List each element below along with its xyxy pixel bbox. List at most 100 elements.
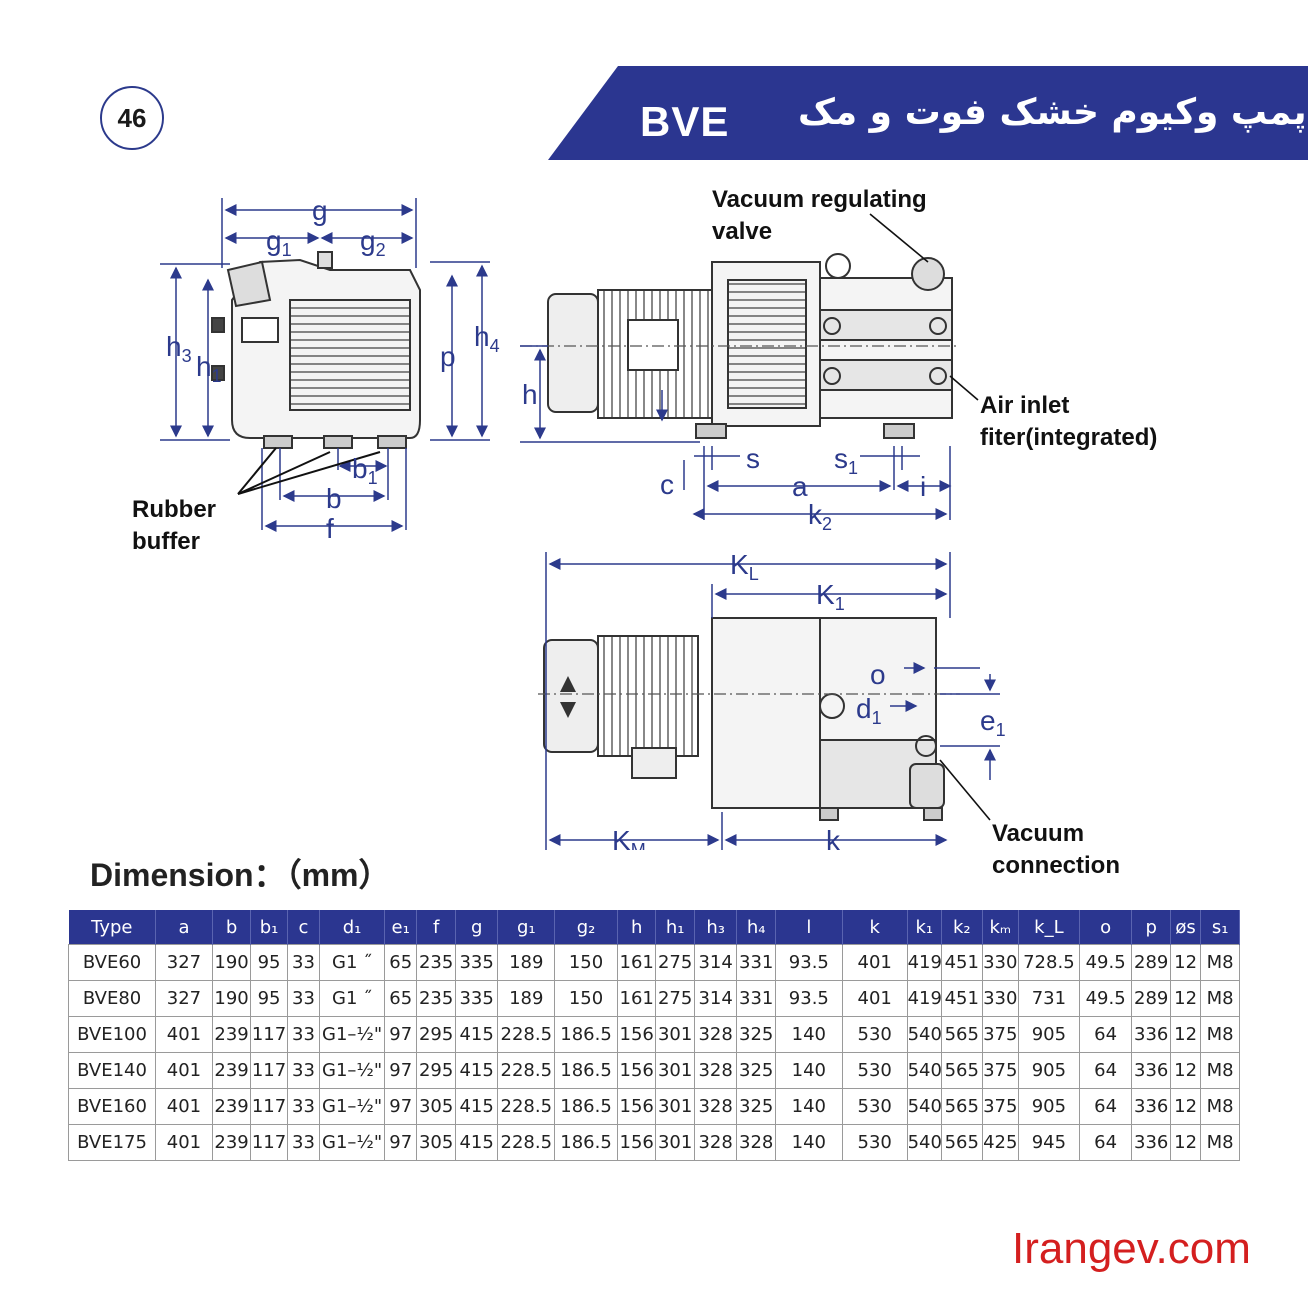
table-cell: 530 (841, 1016, 908, 1053)
table-cell: 186.5 (554, 1052, 618, 1089)
col-header: k (842, 910, 908, 945)
table-cell: 64 (1078, 1088, 1133, 1125)
table-header-row: Type a b b₁ c d₁ e₁ f g g₁ g₂ h h₁ h₃ h₄… (68, 910, 1240, 945)
table-cell: 295 (416, 1052, 456, 1089)
table-cell: 156 (616, 1016, 657, 1053)
table-cell: G1–½" (319, 1088, 385, 1125)
table-cell: 190 (211, 980, 252, 1017)
table-cell: 186.5 (554, 1124, 618, 1161)
table-cell: 328 (693, 1088, 738, 1125)
table-cell: 565 (941, 1016, 983, 1053)
callout-line: Vacuum regulating (712, 186, 927, 213)
table-cell: 117 (250, 1016, 288, 1053)
banner-shape (548, 66, 1308, 160)
table-cell: G1–½" (319, 1124, 385, 1161)
table-cell: 235 (416, 944, 456, 981)
table-cell: M8 (1200, 944, 1240, 981)
table-cell: 451 (941, 980, 983, 1017)
table-cell: 12 (1169, 1016, 1202, 1053)
callout-line: fiter(integrated) (980, 424, 1158, 451)
dim-h: h (522, 379, 538, 410)
table-cell: 540 (906, 1124, 943, 1161)
table-cell: 335 (454, 980, 499, 1017)
rubber-buffer-leaders (237, 447, 381, 495)
table-cell: 728.5 (1018, 944, 1080, 981)
dim-KL: KL (730, 549, 759, 584)
table-cell: 140 (774, 1016, 843, 1053)
front-view-leaders (869, 213, 979, 401)
table-cell: 415 (454, 1124, 499, 1161)
col-header: h₄ (736, 910, 776, 945)
col-header: e₁ (384, 910, 418, 945)
col-header: k₁ (907, 910, 943, 945)
table-cell: 64 (1078, 1016, 1133, 1053)
site-watermark: Irangev.com (1012, 1224, 1251, 1273)
table-cell: 336 (1131, 1016, 1171, 1053)
col-header: l (775, 910, 843, 945)
table-cell: 325 (736, 1088, 776, 1125)
table-cell: 328 (693, 1052, 738, 1089)
table-cell: 239 (211, 1052, 252, 1089)
callout-air-inlet-filter: Air inlet fiter(integrated) (980, 390, 1157, 454)
table-cell: 565 (941, 1124, 983, 1161)
table-cell: 401 (155, 1052, 213, 1089)
dim-e1: e1 (980, 705, 1006, 740)
table-cell: 235 (416, 980, 456, 1017)
table-cell: 415 (454, 1016, 499, 1053)
table-cell: 117 (250, 1088, 288, 1125)
table-cell: 401 (841, 944, 908, 981)
table-cell: 161 (616, 980, 657, 1017)
table-cell: 228.5 (497, 1088, 556, 1125)
table-cell: 301 (655, 1124, 695, 1161)
dim-k2: k2 (808, 499, 832, 534)
table-cell: 150 (554, 980, 618, 1017)
col-header: b₁ (250, 910, 288, 945)
table-cell: 425 (981, 1124, 1020, 1161)
table-cell: 401 (155, 1088, 213, 1125)
dim-a: a (792, 471, 808, 502)
table-cell: 93.5 (774, 944, 843, 981)
table-cell: G1 ˝ (319, 980, 385, 1017)
table-cell: 140 (774, 1124, 843, 1161)
col-header: g₂ (554, 910, 618, 945)
col-header: c (287, 910, 321, 945)
table-cell: 540 (906, 1088, 943, 1125)
dim-KM: KM (612, 825, 646, 850)
page-number-badge: 46 (100, 86, 164, 150)
col-header: p (1131, 910, 1171, 945)
table-cell: G1 ˝ (319, 944, 385, 981)
table-cell: 331 (736, 980, 776, 1017)
table-cell: 375 (981, 1088, 1020, 1125)
dim-i: i (920, 471, 926, 502)
col-header: b (212, 910, 252, 945)
table-cell: 97 (383, 1016, 418, 1053)
dim-d1: d1 (856, 693, 882, 728)
model-cell: BVE100 (67, 1016, 157, 1053)
side-view-dimensions (160, 198, 490, 532)
table-cell: 117 (250, 1124, 288, 1161)
dim-K1: K1 (816, 579, 845, 614)
technical-drawing: g g1 g2 h3 h1 p h4 b1 b f (160, 195, 1006, 850)
dim-s: s (746, 443, 760, 474)
table-cell: M8 (1200, 1124, 1240, 1161)
table-cell: 190 (211, 944, 252, 981)
callout-vacuum-connection: Vacuum connection (992, 818, 1120, 882)
table-cell: 140 (774, 1052, 843, 1089)
table-cell: 228.5 (497, 1124, 556, 1161)
table-cell: 239 (211, 1016, 252, 1053)
dim-o: o (870, 659, 886, 690)
table-cell: 565 (941, 1088, 983, 1125)
table-cell: 415 (454, 1052, 499, 1089)
table-cell: 161 (616, 944, 657, 981)
col-header: øs (1170, 910, 1202, 945)
table-cell: 275 (655, 980, 695, 1017)
table-cell: 401 (155, 1016, 213, 1053)
table-cell: 97 (383, 1088, 418, 1125)
col-header: o (1079, 910, 1133, 945)
top-view-dimensions (545, 552, 1000, 850)
table-cell: 905 (1018, 1088, 1080, 1125)
product-title: پمپ وکیوم خشک فوت و مک (798, 92, 1307, 133)
col-header: d₁ (319, 910, 385, 945)
table-cell: 186.5 (554, 1016, 618, 1053)
side-view (211, 251, 421, 449)
